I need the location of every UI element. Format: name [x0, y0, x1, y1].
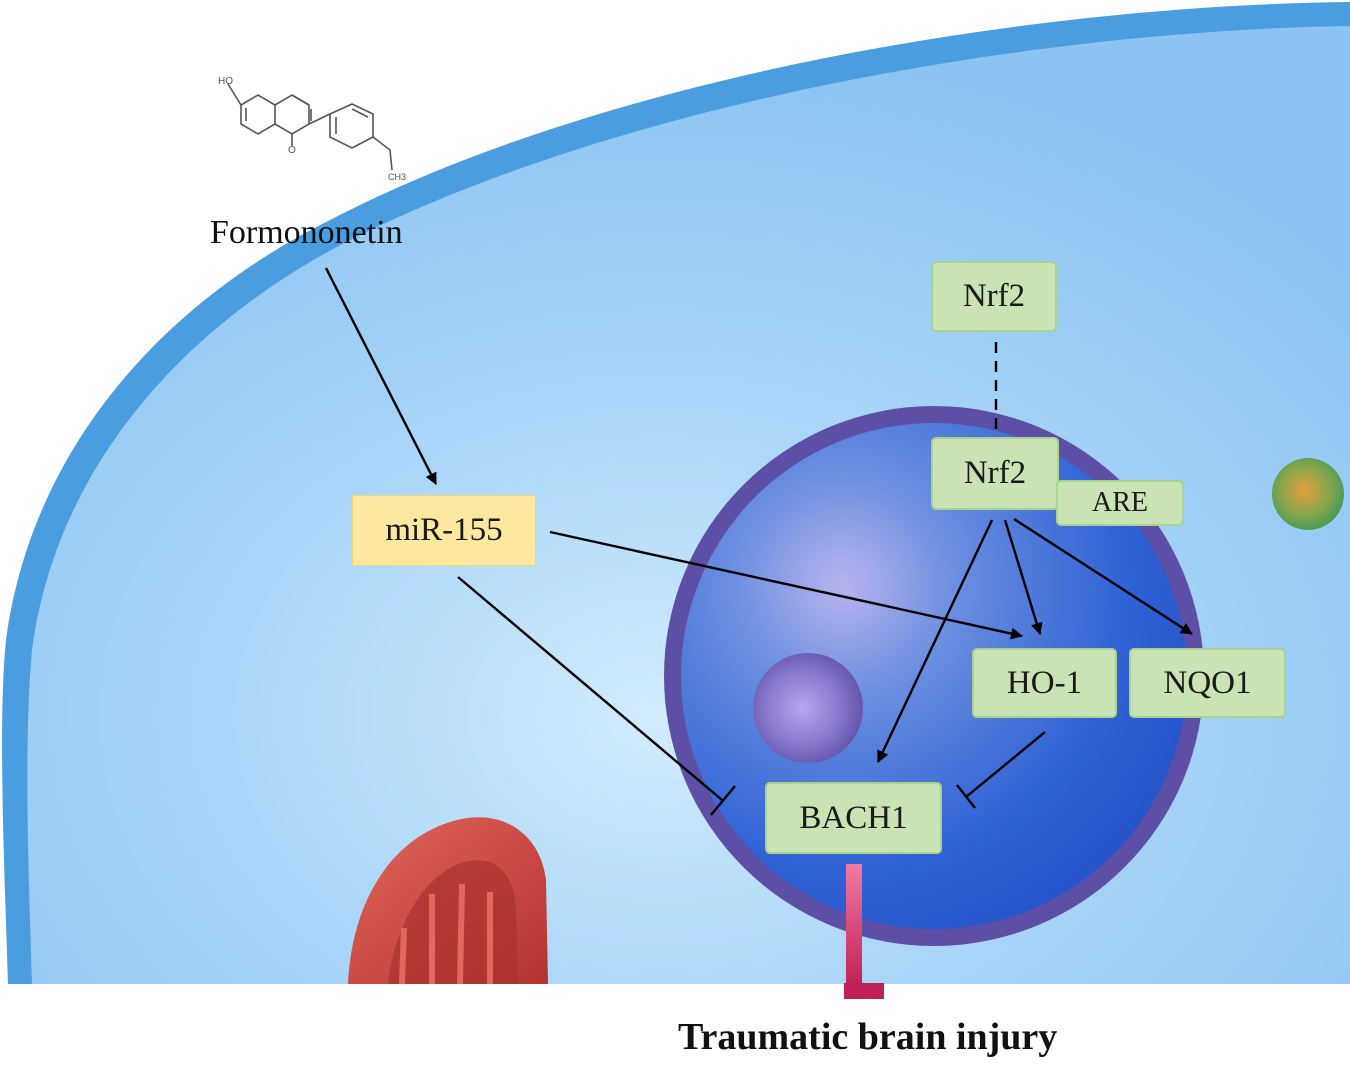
vesicle [1272, 458, 1344, 530]
edge-nrf2-nqo1 [1013, 517, 1193, 636]
formononetin-label: Formononetin [210, 214, 403, 251]
node-are: ARE [1056, 480, 1184, 526]
node-nqo1: NQO1 [1129, 648, 1286, 718]
edge-mir155-bach1-bar [710, 785, 736, 816]
node-mir155: miR-155 [352, 495, 536, 566]
node-nrf2-cytoplasm: Nrf2 [931, 261, 1057, 332]
node-ho1: HO-1 [972, 648, 1117, 718]
edge-formononetin-mir155 [324, 267, 438, 485]
node-bach1: BACH1 [765, 782, 942, 854]
structure-label-carbonyl: O [288, 145, 296, 156]
edge-mir155-bach1 [457, 576, 723, 801]
edge-ho1-bach1-bar [956, 784, 976, 809]
edge-nrf2-ho1 [1003, 519, 1043, 635]
nucleolus [753, 653, 863, 763]
inhibition-bar [844, 983, 884, 999]
mitochondrion [348, 817, 548, 985]
pathway-edges [324, 267, 1193, 816]
outcome-label: Traumatic brain injury [678, 1016, 1058, 1058]
formononetin-structure [227, 83, 393, 171]
edge-mir155-ho1 [549, 530, 1023, 640]
inhibition-stem [846, 864, 862, 989]
edge-ho1-bach1 [965, 731, 1046, 798]
structure-label-methyl: CH3 [388, 172, 406, 182]
edge-nrf2-bach1 [876, 519, 994, 763]
structure-label-hydroxyl: HO [218, 76, 233, 87]
node-nrf2-nucleus: Nrf2 [931, 437, 1059, 510]
